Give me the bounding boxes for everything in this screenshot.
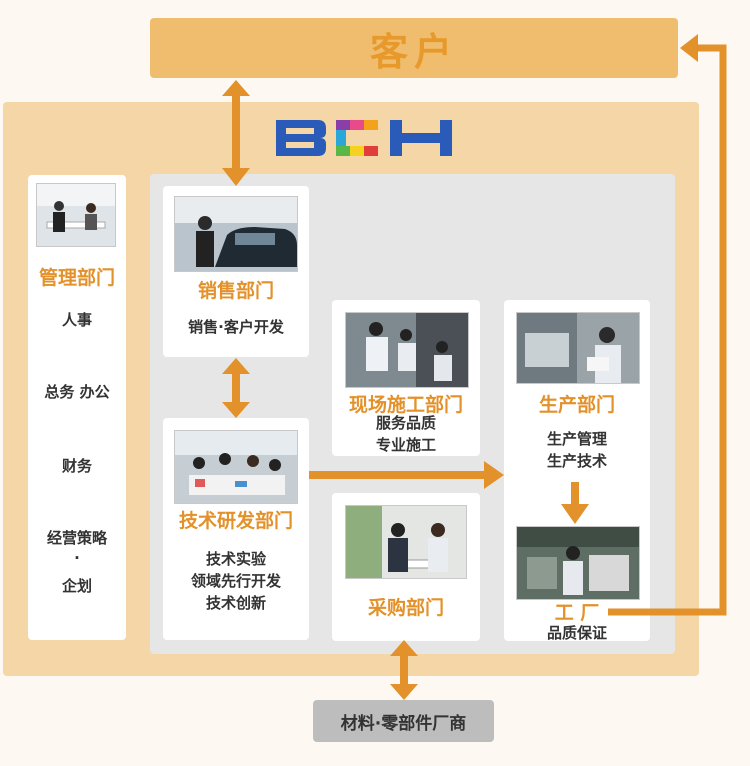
logo-c-segment (364, 120, 378, 130)
logo-c-segment (350, 120, 364, 130)
sales-desc: 销售·客户开发 (188, 318, 284, 336)
production-line-1: 生产管理 (546, 430, 607, 448)
production-line-2: 生产技术 (546, 452, 607, 470)
field-construction-title: 现场施工部门 (348, 394, 463, 416)
arrow-production-factory (561, 482, 589, 524)
management-item-finance: 财务 (61, 457, 92, 475)
purchasing-title: 采购部门 (367, 597, 444, 619)
rnd-line-2: 领域先行开发 (190, 572, 281, 590)
factory-photo (516, 526, 640, 600)
sales-card: 销售部门 销售·客户开发 (163, 186, 309, 357)
logo-letter-h (390, 120, 452, 156)
rnd-card: 技术研发部门 技术实验 领域先行开发 技术创新 (163, 418, 309, 640)
logo-c-segment (350, 146, 364, 156)
management-photo (36, 183, 116, 247)
sales-photo (174, 196, 298, 272)
purchasing-photo (345, 505, 467, 579)
production-card: 生产部门 生产管理 生产技术 工 厂 品质保证 (504, 300, 650, 642)
suppliers-label: 材料·零部件厂商 (340, 713, 467, 734)
management-item-dot: · (74, 549, 80, 567)
rnd-line-3: 技术创新 (205, 594, 266, 612)
logo-c-segment (364, 146, 378, 156)
purchasing-card: 采购部门 (332, 493, 480, 641)
customer-label: 客户 (369, 29, 458, 74)
arrow-rnd-production (309, 461, 504, 489)
suppliers-box: 材料·零部件厂商 (313, 700, 494, 742)
logo-c-segment (336, 146, 350, 156)
logo-c-segment (336, 130, 346, 146)
bch-logo (276, 120, 452, 156)
production-photo (516, 312, 640, 384)
field-construction-card: 现场施工部门 服务品质 专业施工 (332, 300, 480, 456)
management-item-hr: 人事 (61, 311, 92, 329)
arrow-sales-rnd (222, 358, 250, 418)
rnd-photo (174, 430, 298, 504)
field-construction-line-2: 专业施工 (375, 436, 436, 454)
factory-desc: 品质保证 (546, 624, 607, 642)
field-construction-photo (345, 312, 469, 388)
factory-title: 工 厂 (554, 602, 600, 624)
management-card: 管理部门 人事 总务 办公 财务 经营策略 · 企划 (28, 175, 126, 640)
management-item-strategy: 经营策略 (46, 529, 107, 547)
logo-letter-b (276, 120, 326, 156)
management-item-planning: 企划 (61, 577, 92, 595)
rnd-title: 技术研发部门 (178, 510, 293, 532)
field-construction-line-1: 服务品质 (375, 414, 436, 432)
arrow-purchasing-suppliers (390, 640, 418, 700)
arrow-customer-sales (222, 80, 250, 186)
management-title: 管理部门 (38, 267, 115, 289)
logo-c-segment (336, 120, 350, 130)
arrow-factory-customer (608, 34, 727, 616)
production-title: 生产部门 (538, 394, 615, 416)
rnd-line-1: 技术实验 (205, 550, 266, 568)
customer-box: 客户 (150, 18, 678, 78)
sales-title: 销售部门 (197, 280, 274, 302)
management-item-general: 总务 办公 (44, 383, 110, 401)
